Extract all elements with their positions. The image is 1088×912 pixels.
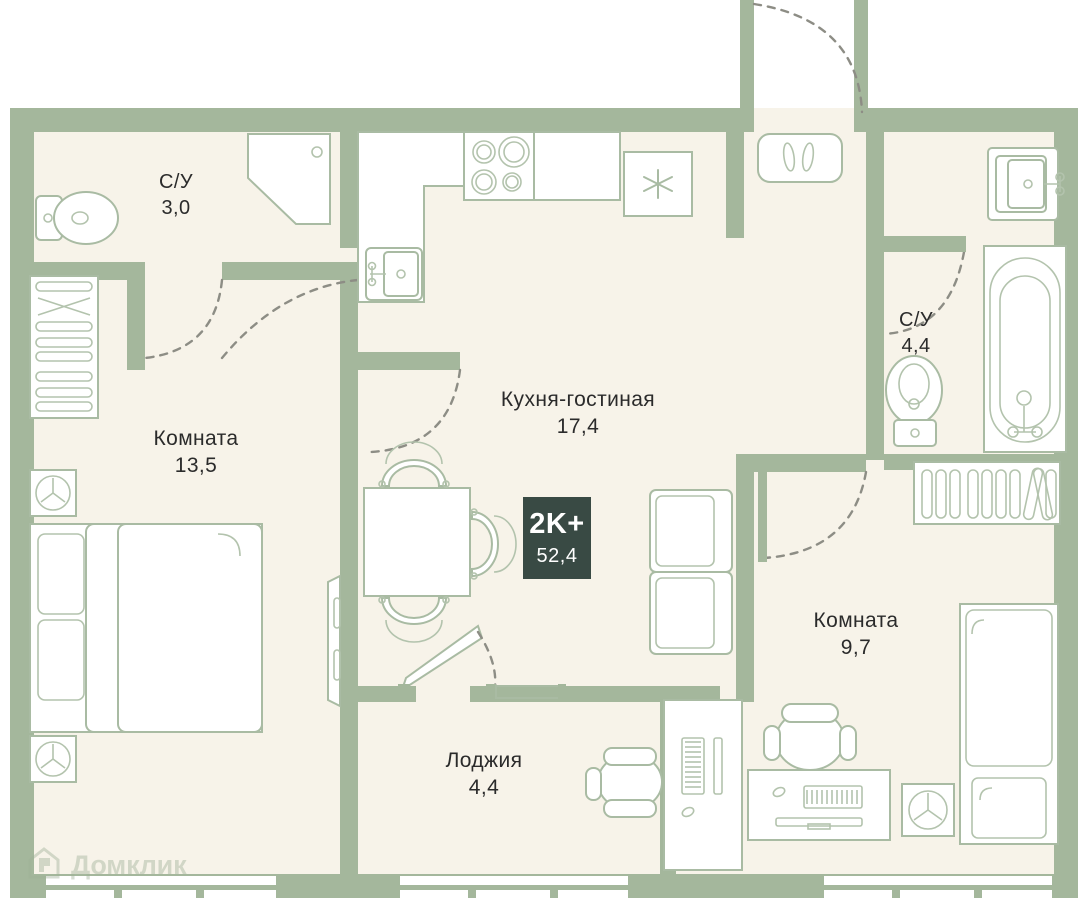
window-unit [824, 876, 1052, 912]
nightstand-lamp-fixture [29, 735, 77, 783]
washbasin-fixture [987, 147, 1065, 221]
desk-fixture [663, 699, 743, 871]
double-bed-fixture [29, 523, 263, 733]
cooktop-fixture [463, 131, 535, 201]
window-unit [46, 876, 276, 912]
entry-mat-fixture [757, 133, 843, 183]
window-unit [400, 876, 628, 912]
apartment-type: 2K+ [529, 508, 585, 540]
desk-fixture [747, 769, 891, 841]
office-chair-fixture [763, 703, 857, 771]
sofa-fixture [649, 489, 733, 655]
fixtures-kitchen [357, 131, 733, 655]
dining-table-fixture [363, 487, 471, 597]
floor-lamp-fixture [901, 783, 955, 837]
kitchen-sink-fixture [365, 247, 423, 301]
refrigerator-fixture [623, 151, 693, 217]
fixtures-bedroom-second [747, 603, 1059, 845]
dining-chair-fixture [470, 508, 517, 580]
nightstand-lamp-fixture [29, 469, 77, 517]
bathtub-fixture [983, 245, 1067, 453]
fixtures-bath-small [35, 133, 331, 245]
dining-chair-fixture [378, 441, 450, 488]
fixtures-bedroom-main [29, 275, 341, 783]
apartment-type-badge: 2K+ 52,4 [523, 497, 591, 579]
windows [46, 876, 1052, 912]
office-chair-fixture [585, 747, 663, 818]
apartment-total-area: 52,4 [536, 545, 578, 567]
wardrobe-fixture [29, 275, 99, 419]
single-bed-fixture [959, 603, 1059, 845]
fixtures-loggia [585, 699, 743, 871]
toilet-fixture [35, 191, 119, 245]
shower-tray-fixture [247, 133, 331, 225]
wardrobe-fixture [913, 461, 1061, 525]
tv-fixture [327, 574, 341, 708]
toilet-fixture [885, 355, 943, 447]
door-swings [143, 2, 966, 702]
fixtures-bath-large [885, 147, 1067, 525]
dining-chair-fixture [378, 596, 450, 643]
